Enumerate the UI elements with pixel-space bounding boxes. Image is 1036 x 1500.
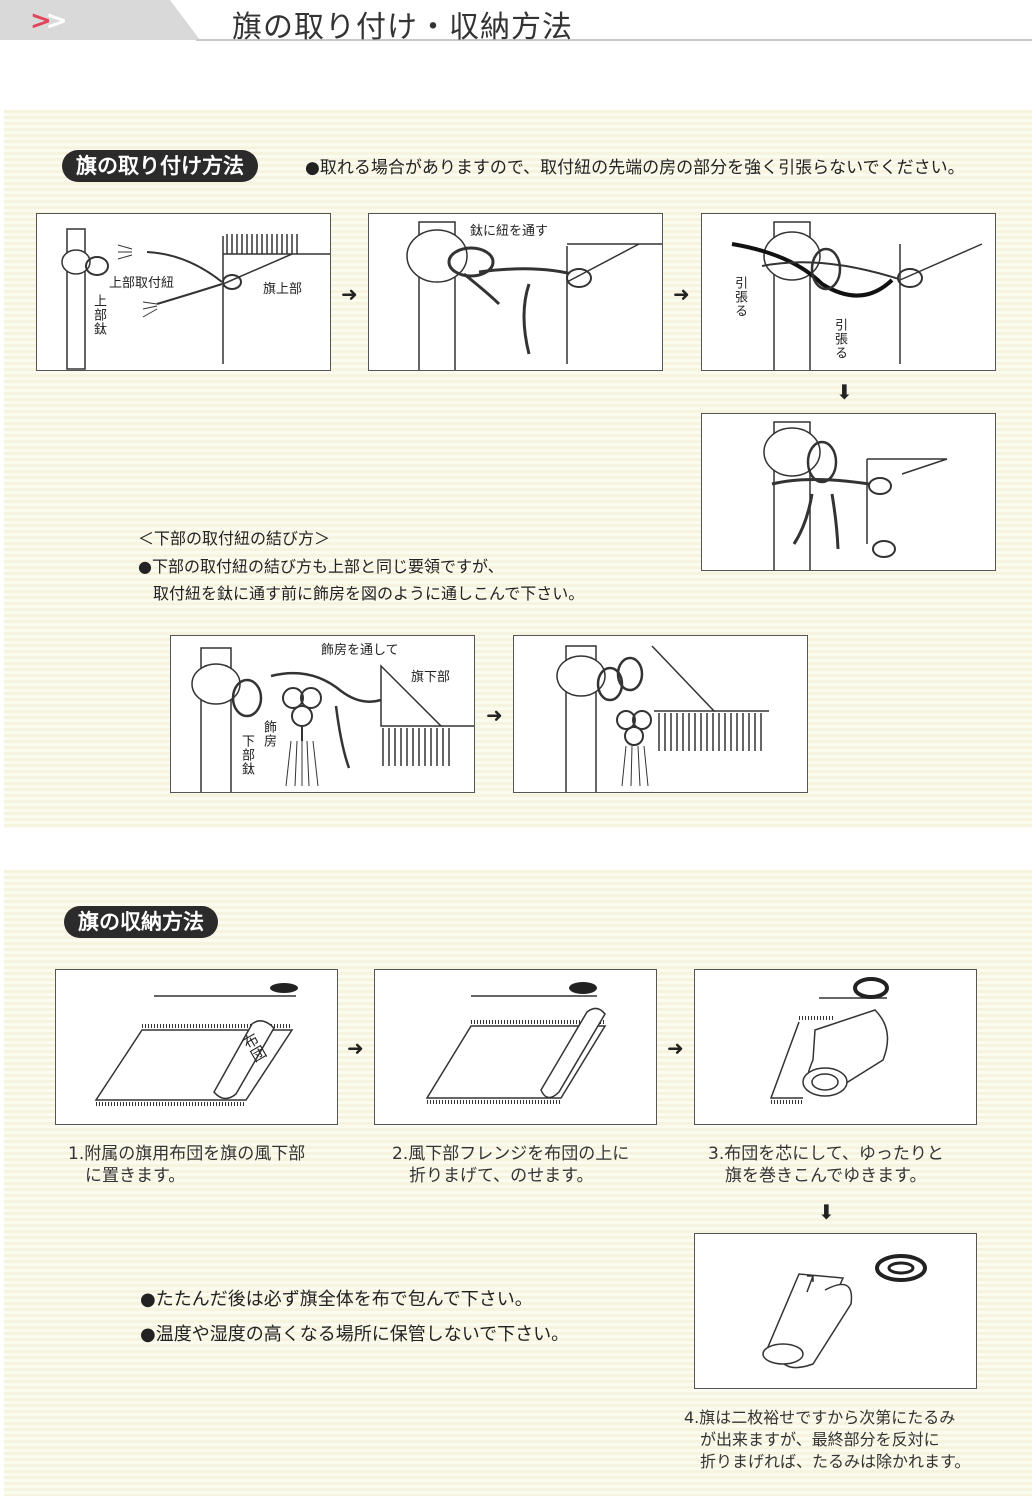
upper-cord-label: 上部取付紐 (109, 276, 175, 291)
knot-complete-illustration (763, 421, 948, 570)
storage-figure-3 (694, 969, 977, 1125)
arrow-down-icon: ⬇ (818, 1200, 835, 1224)
pull-right-label: 引張る (832, 318, 847, 360)
roll-flag-illustration (769, 977, 889, 1104)
attach-warning: ●取れる場合がありますので、取付紐の先端の房の部分を強く引張らないでください。 (305, 158, 965, 178)
arrow-right-icon: ➜ (673, 282, 690, 306)
pull-cord-illustration (731, 221, 983, 370)
upper-ring-label: 上部鈦 (91, 294, 106, 336)
futon-place-illustration (94, 983, 298, 1106)
flag-bottom-label: 旗下部 (411, 670, 451, 685)
header-rule (196, 39, 1032, 41)
arrow-right-icon: ➜ (341, 282, 358, 306)
page-title: 旗の取り付け・収納方法 (232, 10, 573, 45)
page-header: >> 旗の取り付け・収納方法 (0, 0, 1036, 45)
thread-cord-illustration (406, 221, 662, 370)
flag-top-label: 旗上部 (263, 282, 303, 297)
storage-note-2: ●温度や湿度の高くなる場所に保管しないで下さい。 (140, 1324, 570, 1345)
fold-end-illustration (762, 1254, 927, 1369)
storage-heading: 旗の収納方法 (64, 906, 218, 938)
attach-figure-4 (701, 413, 996, 571)
pull-left-label: 引張る (732, 276, 747, 318)
arrow-right-icon: ➜ (347, 1036, 364, 1060)
flag-top-illustration (61, 228, 330, 370)
arrow-right-icon: ➜ (486, 703, 503, 727)
fold-flange-illustration (425, 982, 607, 1104)
storage-figure-4 (694, 1233, 977, 1389)
storage-figure-2 (374, 969, 657, 1125)
arrow-right-icon: ➜ (667, 1036, 684, 1060)
lower-note-2: 取付紐を鈦に通す前に飾房を図のように通しこんで下さい。 (153, 584, 585, 603)
arrow-down-icon: ⬇ (836, 380, 853, 404)
attach-figure-6 (513, 635, 808, 793)
lower-note-1: ●下部の取付紐の結び方も上部と同じ要領ですが、 (138, 557, 504, 576)
tassel-label: 飾房 (261, 720, 276, 748)
chevron-icon: >> (30, 6, 68, 36)
attach-figure-1: 上部取付紐 旗上部 上部鈦 (36, 213, 331, 371)
header-tab (0, 0, 200, 40)
step-1-caption: 1.附属の旗用布団を旗の風下部 に置きます。 (68, 1144, 306, 1186)
lower-title: ＜下部の取付紐の結び方＞ (138, 529, 331, 548)
thread-cord-label: 鈦に紐を通す (470, 224, 549, 239)
step-3-caption: 3.布団を芯にして、ゆったりと 旗を巻きこんでゆきます。 (708, 1144, 944, 1186)
step-2-caption: 2.風下部フレンジを布団の上に 折りまげて、のせます。 (392, 1144, 630, 1186)
step-4-caption: 4.旗は二枚裕せですから次第にたるみ が出来ますが、最終部分を反対に 折りまげれ… (684, 1408, 971, 1471)
storage-note-1: ●たたんだ後は必ず旗全体を布で包んで下さい。 (140, 1289, 533, 1310)
lower-knot-complete-illustration (556, 645, 769, 792)
attach-figure-3: 引張る 引張る (701, 213, 996, 371)
through-tassel-label: 飾房を通して (321, 643, 399, 658)
lower-tassel-illustration (191, 647, 474, 792)
attach-heading: 旗の取り付け方法 (62, 150, 258, 182)
lower-ring-label: 下部鈦 (239, 734, 254, 776)
storage-figure-1: 布団 (55, 969, 338, 1125)
attach-figure-5: 飾房を通して 旗下部 下部鈦 飾房 (170, 635, 475, 793)
attach-figure-2: 鈦に紐を通す (368, 213, 663, 371)
